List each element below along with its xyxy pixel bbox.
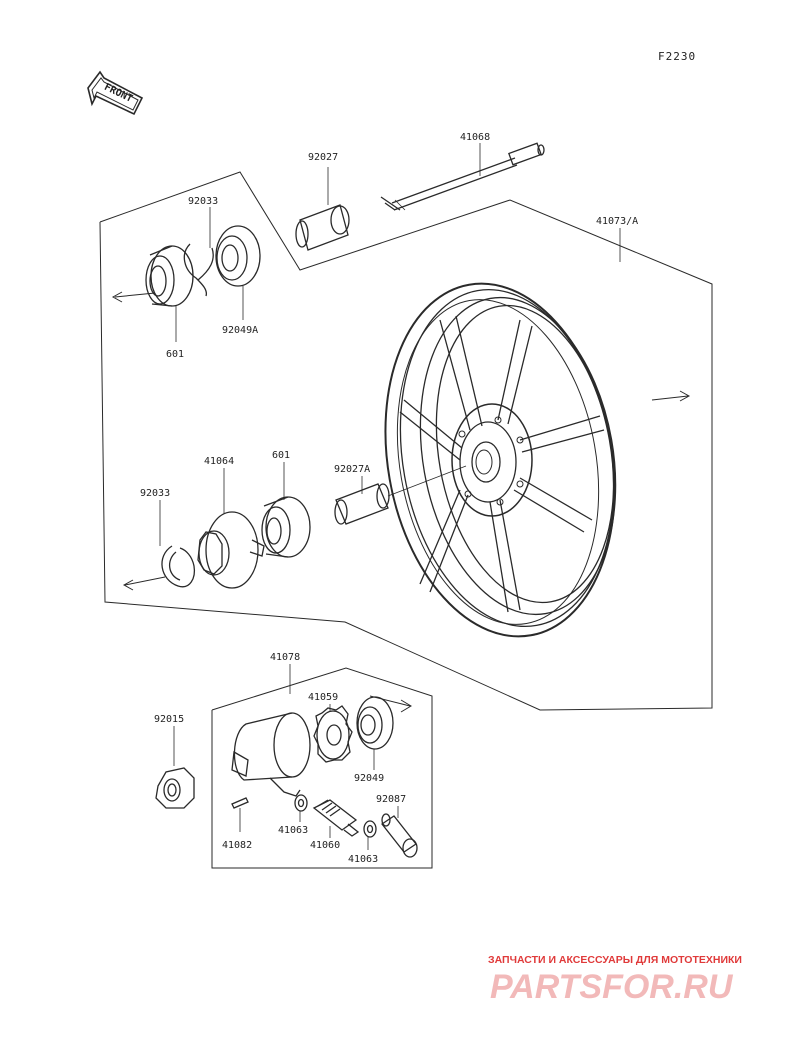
gear-41059 bbox=[313, 705, 353, 763]
front-direction-arrow: FRONT bbox=[87, 70, 144, 116]
watermark: ЗАПЧАСТИ И АКСЕССУАРЫ ДЛЯ МОТОТЕХНИКИ PA… bbox=[488, 954, 742, 1006]
label-41068: 41068 bbox=[460, 132, 490, 143]
label-92027A: 92027A bbox=[334, 464, 370, 475]
watermark-logo: PARTSFOR.RU bbox=[490, 968, 734, 1006]
bearing-601-mid bbox=[261, 496, 311, 558]
circlip-92033-mid bbox=[161, 545, 196, 588]
speedo-group-outline bbox=[211, 667, 433, 869]
label-41059: 41059 bbox=[308, 692, 338, 703]
label-92049: 92049 bbox=[354, 773, 384, 784]
wheel-41073A bbox=[384, 282, 617, 638]
washer-41063-a bbox=[294, 794, 308, 812]
label-92049A: 92049A bbox=[222, 325, 258, 336]
bearing-601-top bbox=[145, 245, 194, 307]
label-601-mid: 601 bbox=[272, 450, 290, 461]
label-92033-mid: 92033 bbox=[140, 488, 170, 499]
circlip-92033-top bbox=[183, 243, 214, 297]
bushing-92087 bbox=[381, 813, 418, 858]
figure-number: F2230 bbox=[658, 50, 696, 63]
pin-41082 bbox=[231, 797, 249, 809]
pinion-41060 bbox=[312, 799, 360, 837]
label-92033-top: 92033 bbox=[188, 196, 218, 207]
label-92087: 92087 bbox=[376, 794, 406, 805]
assembly-outline bbox=[99, 171, 713, 711]
label-41073A: 41073/A bbox=[596, 216, 638, 227]
label-41063-b: 41063 bbox=[348, 854, 378, 865]
spacer-92027A bbox=[334, 465, 467, 525]
speedo-housing-41078 bbox=[231, 712, 311, 797]
watermark-caption: ЗАПЧАСТИ И АКСЕССУАРЫ ДЛЯ МОТОТЕХНИКИ bbox=[488, 954, 742, 966]
label-41078: 41078 bbox=[270, 652, 300, 663]
label-41063-a: 41063 bbox=[278, 825, 308, 836]
axle-41068 bbox=[380, 142, 545, 211]
oil-seal-92049A bbox=[215, 225, 261, 287]
washer-41063-b bbox=[363, 820, 377, 838]
direction-arrows bbox=[111, 291, 691, 713]
label-601-top: 601 bbox=[166, 349, 184, 360]
label-92027: 92027 bbox=[308, 152, 338, 163]
label-92015: 92015 bbox=[154, 714, 184, 725]
spacer-92027 bbox=[295, 204, 350, 251]
oil-seal-92049 bbox=[356, 696, 394, 750]
nut-92015 bbox=[155, 767, 195, 809]
label-41064: 41064 bbox=[204, 456, 234, 467]
label-41060: 41060 bbox=[310, 840, 340, 851]
plate-41064 bbox=[197, 511, 265, 589]
label-41082: 41082 bbox=[222, 840, 252, 851]
